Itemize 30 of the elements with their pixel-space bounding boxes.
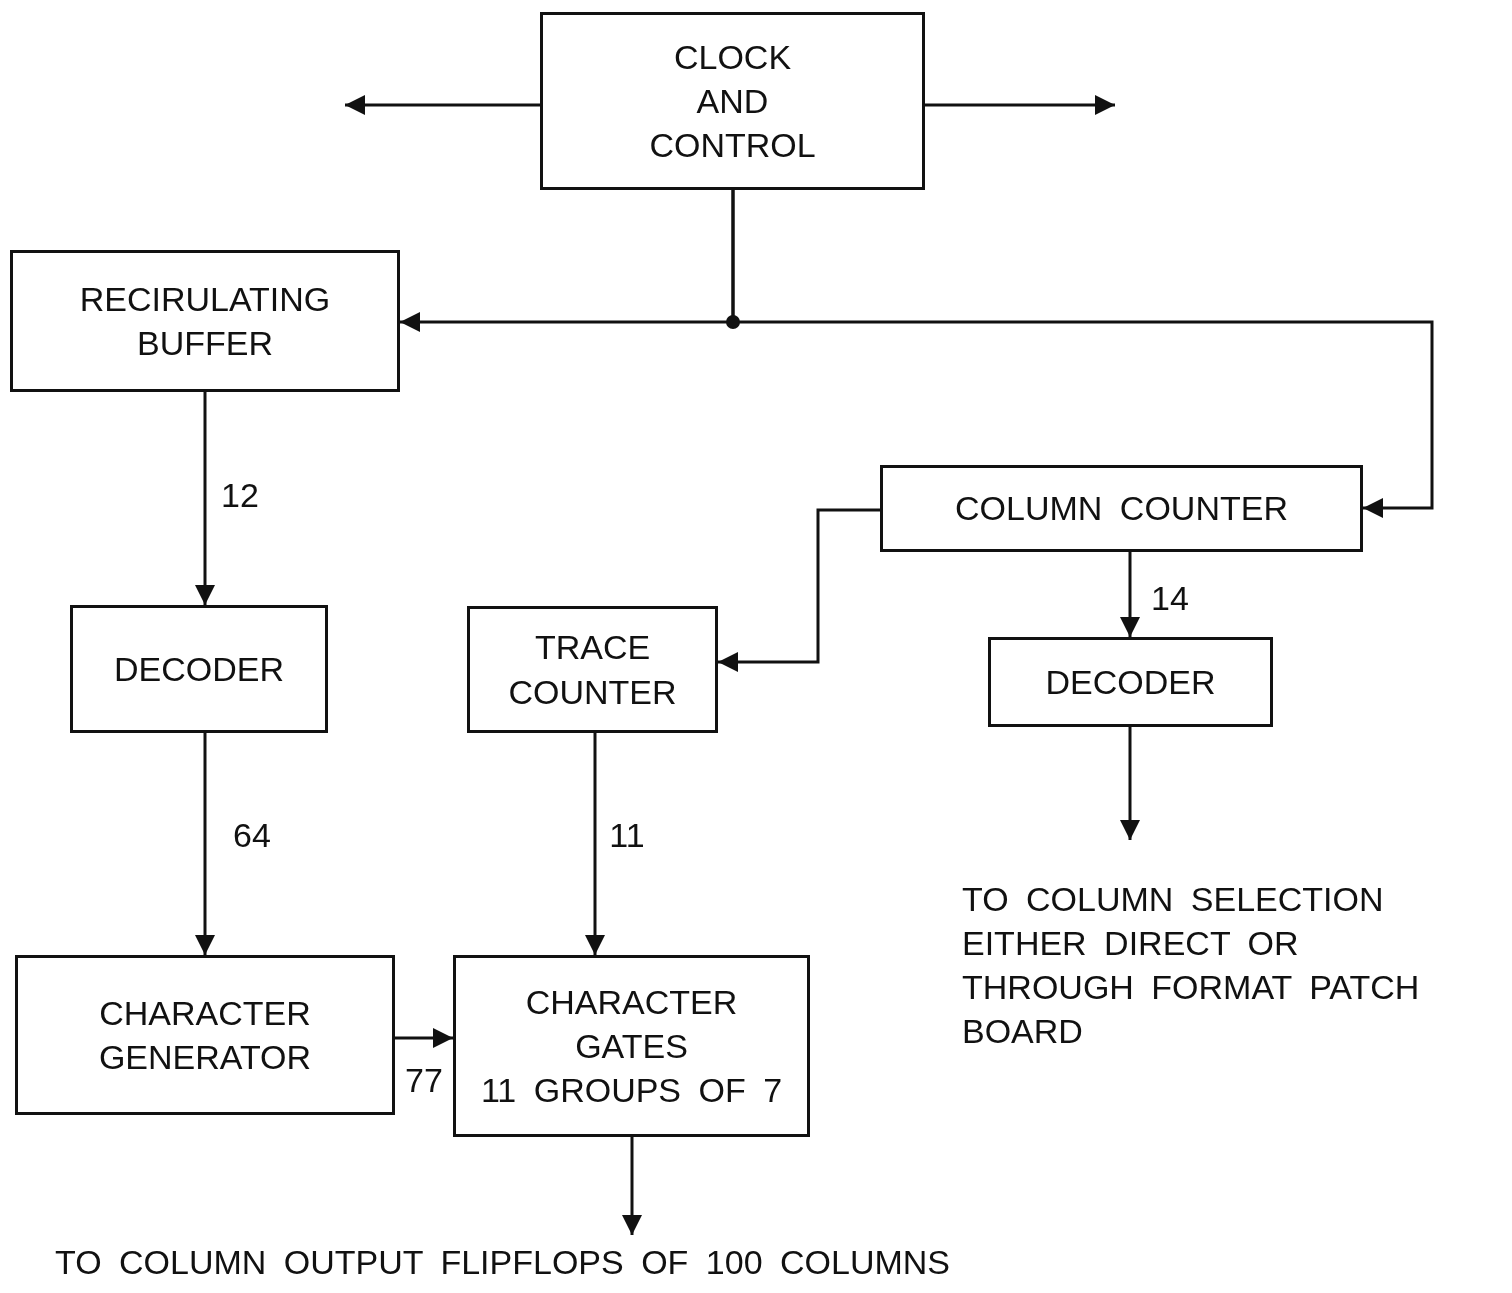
arrow	[622, 1137, 642, 1235]
block-label: CHARACTER GENERATOR	[97, 992, 313, 1078]
arrow	[195, 733, 215, 955]
block-box	[540, 12, 925, 190]
block-label: TRACE COUNTER	[507, 627, 678, 713]
block-label: RECIRULATING BUFFER	[78, 278, 332, 364]
arrow	[718, 508, 880, 672]
block-box	[15, 955, 395, 1115]
block-box	[70, 605, 328, 733]
block-label: TO COLUMN OUTPUT FLIPFLOPS OF 100 COLUMNS	[55, 1242, 950, 1284]
arrow	[345, 95, 540, 115]
arrow	[585, 733, 605, 955]
arrow	[1120, 727, 1140, 840]
block-label: DECODER	[1045, 661, 1216, 703]
arrow	[731, 190, 1434, 518]
block-label: DECODER	[114, 648, 284, 690]
arrow	[195, 392, 215, 605]
block-label: TO COLUMN SELECTION EITHER DIRECT OR THROUGH FORMAT PATCH BOARD	[962, 878, 1421, 1053]
block-box	[988, 637, 1273, 727]
arrow	[395, 1028, 453, 1048]
block-box	[453, 955, 810, 1137]
block-label: COLUMN COUNTER	[955, 488, 1288, 530]
block-label: CHARACTER GATES	[524, 981, 739, 1067]
block-box	[880, 465, 1363, 552]
arrow	[925, 95, 1115, 115]
block-box	[467, 606, 718, 733]
block-label: 11 GROUPS OF 7	[480, 1070, 783, 1112]
block-box	[10, 250, 400, 392]
block-label: CLOCK AND CONTROL	[648, 36, 817, 167]
arrow	[1120, 552, 1140, 637]
